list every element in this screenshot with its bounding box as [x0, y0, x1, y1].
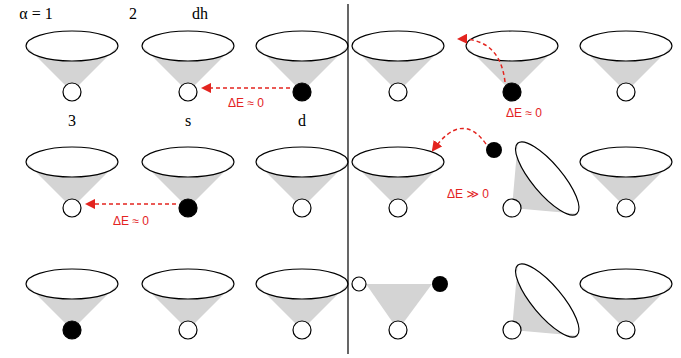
funnel: [256, 31, 348, 101]
funnel: [256, 269, 348, 339]
left-panel: [26, 31, 348, 339]
electron-dot: [432, 276, 448, 292]
electron-dot: [486, 142, 502, 158]
funnel: [256, 147, 348, 217]
energy-label: ΔE ≈ 0: [506, 107, 542, 119]
funnel: [352, 31, 444, 101]
site-index: 2: [129, 6, 137, 22]
open-site: [352, 277, 366, 291]
site-index: dh: [192, 6, 208, 22]
hop-arrow: [459, 39, 505, 82]
energy-label: ΔE ≫ 0: [447, 188, 489, 200]
site-index: α = 1: [19, 6, 52, 22]
funnel: [142, 147, 234, 217]
energy-label: ΔE ≈ 0: [113, 215, 149, 227]
site-label: d: [298, 113, 306, 129]
hop-arrow: [87, 203, 176, 205]
funnel: [142, 31, 234, 101]
hop-arrow: [203, 87, 290, 89]
energy-label: ΔE ≈ 0: [228, 97, 264, 109]
funnel: [580, 147, 672, 217]
tilted-funnel: [476, 256, 589, 358]
funnel: [26, 269, 118, 339]
open-site: [389, 321, 407, 339]
funnel: [142, 269, 234, 339]
site-label: 3: [68, 113, 76, 129]
hop-arrow: [433, 128, 486, 150]
tilted-funnel: [476, 134, 589, 249]
electron-dot: [63, 321, 81, 339]
electron-dot: [293, 83, 311, 101]
funnel: [580, 269, 672, 339]
electron-dot: [179, 199, 197, 217]
electron-dot: [503, 83, 521, 101]
funnel: [26, 147, 118, 217]
funnel: [580, 31, 672, 101]
site-label: s: [185, 113, 191, 129]
divider-line: [347, 4, 348, 354]
funnel: [26, 31, 118, 101]
right-panel: [352, 31, 672, 358]
funnel: [352, 147, 444, 217]
